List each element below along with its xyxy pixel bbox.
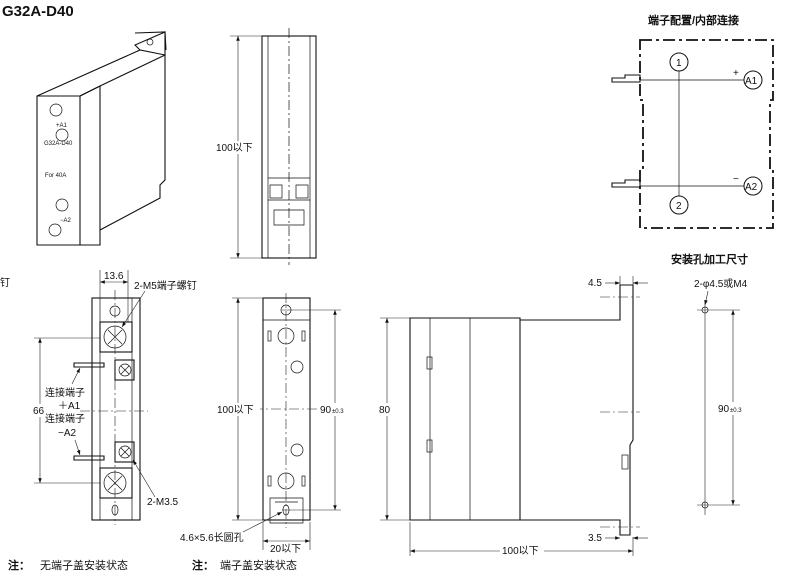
minus-sign: − [733, 174, 739, 185]
note-2-prefix: 注： [192, 558, 214, 572]
front-view-with-cover: 100以下 90 ±0.3 4.6×5.6长圆孔 20以下 [180, 293, 350, 555]
product-illustration: G32A-D40 For 40A +A1 −A2 [36, 31, 167, 246]
terminal-a1: A1 [745, 76, 758, 87]
cover-view-hole-pitch: 90 [320, 405, 332, 416]
mounting-pitch: 90 [718, 404, 730, 415]
mounting-holes-drawing: 安装孔加工尺寸 2-φ4.5或M4 90 ±0.3 [671, 252, 750, 515]
face-a2: −A2 [60, 218, 72, 224]
top-view-height-label: 100以下 [216, 143, 253, 154]
terminal-a2: A2 [745, 182, 758, 193]
note-1-text: 无端子盖安装状态 [40, 558, 128, 572]
connection-terminal-label-1: 连接端子 [45, 386, 85, 399]
cover-view-width-label: 20以下 [270, 544, 301, 555]
plus-sign: + [733, 68, 739, 79]
side-depth-label: 100以下 [502, 546, 539, 557]
m5-screw-label: 2-M5端子螺钉 [134, 279, 197, 292]
note-1-prefix: 注： [8, 558, 30, 572]
side-bottom-offset: 3.5 [588, 533, 602, 544]
terminal-1: 1 [676, 58, 682, 69]
m35-screw-label: 2-M3.5 [147, 497, 179, 508]
mounting-hole-label: 2-φ4.5或M4 [694, 278, 748, 290]
model-title: G32A-D40 [2, 3, 74, 20]
terminal-2: 2 [676, 201, 682, 212]
cover-view-height-label: 100以下 [217, 405, 254, 416]
connection-terminal-a2: −A2 [58, 428, 77, 439]
front-view-no-cover: 13.6 2-M5端子螺钉 66 连接端子 ＋A1 连接端子 −A2 2-M3.… [32, 270, 197, 525]
terminal-pitch-label: 66 [33, 406, 45, 417]
terminal-diagram-heading: 端子配置/内部连接 [648, 13, 739, 27]
side-height: 80 [379, 405, 391, 416]
cover-view-hole-tol: ±0.3 [332, 409, 344, 415]
cut-off-label: 钉 [0, 277, 10, 289]
face-model: G32A-D40 [44, 141, 73, 147]
terminal-diagram: 端子配置/内部连接 1 A1 A2 2 + − [611, 13, 774, 229]
side-top-offset: 4.5 [588, 278, 602, 289]
connection-terminal-a1: ＋A1 [58, 401, 81, 412]
mounting-holes-heading: 安装孔加工尺寸 [671, 252, 748, 266]
terminal-width-label: 13.6 [104, 271, 124, 282]
slot-hole-label: 4.6×5.6长圆孔 [180, 532, 244, 544]
mounting-tol: ±0.3 [730, 408, 742, 414]
face-rating: For 40A [45, 173, 66, 179]
note-2-text: 端子盖安装状态 [220, 558, 297, 572]
connection-terminal-label-2: 连接端子 [45, 412, 85, 425]
top-side-view: 100以下 [214, 28, 317, 265]
side-view: 4.5 80 3.5 100以下 [378, 276, 648, 557]
face-a1: +A1 [56, 123, 68, 129]
